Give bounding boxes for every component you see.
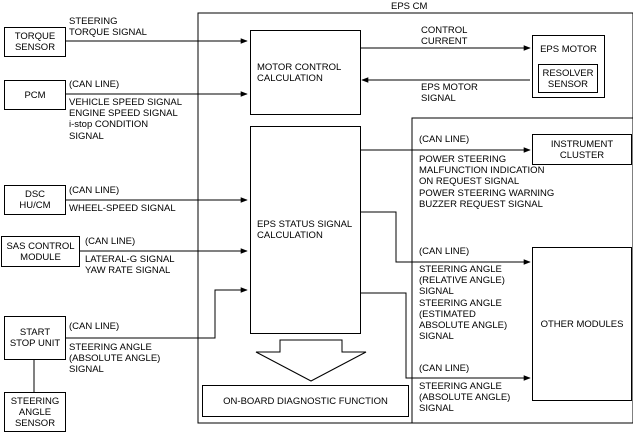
- torque-sensor-block: TORQUE SENSOR: [4, 27, 66, 57]
- other-modules-signals-label-1: STEERING ANGLE (RELATIVE ANGLE) SIGNAL S…: [419, 264, 508, 343]
- eps-status-signal-calculation-block: EPS STATUS SIGNAL CALCULATION: [250, 126, 361, 334]
- dsc-can-line-label: (CAN LINE): [69, 185, 120, 196]
- sas-can-line-label: (CAN LINE): [85, 236, 136, 247]
- sas-control-module-block: SAS CONTROL MODULE: [1, 236, 80, 267]
- resolver-sensor-block: RESOLVER SENSOR: [538, 64, 598, 93]
- other-modules-block: OTHER MODULES: [532, 247, 632, 401]
- cluster-can-line-label: (CAN LINE): [419, 134, 470, 145]
- pcm-block: PCM: [4, 80, 66, 110]
- hollow-arrow-to-diagnostics: [255, 339, 367, 382]
- steering-angle-sensor-block: STEERING ANGLE SENSOR: [4, 392, 66, 432]
- start-stop-unit-block: START STOP UNIT: [4, 316, 66, 360]
- eps-cm-frame: [197, 12, 633, 424]
- start-stop-can-line-label: (CAN LINE): [69, 321, 120, 332]
- motor-control-calculation-block: MOTOR CONTROL CALCULATION: [250, 30, 361, 115]
- other-modules-can-line-label-2: (CAN LINE): [419, 363, 470, 374]
- control-current-label: CONTROL CURRENT: [421, 25, 468, 48]
- steering-torque-signal-label: STEERING TORQUE SIGNAL: [69, 16, 147, 39]
- arrow-to-other-modules-upper: [360, 211, 531, 265]
- wheel-speed-signal-label: WHEEL-SPEED SIGNAL: [69, 203, 176, 214]
- arrow-to-other-modules-lower: [360, 292, 531, 381]
- arrow-start-stop-to-eps-status: [66, 287, 248, 339]
- pcm-can-line-label: (CAN LINE): [69, 79, 120, 90]
- pcm-signals-label: VEHICLE SPEED SIGNAL ENGINE SPEED SIGNAL…: [69, 97, 182, 142]
- instrument-cluster-block: INSTRUMENT CLUSTER: [532, 134, 632, 165]
- other-modules-can-line-label-1: (CAN LINE): [419, 246, 470, 257]
- eps-cm-internal-divider: [411, 117, 633, 423]
- eps-motor-signal-label: EPS MOTOR SIGNAL: [421, 82, 478, 105]
- on-board-diagnostic-function-block: ON-BOARD DIAGNOSTIC FUNCTION: [202, 385, 409, 417]
- sas-signals-label: LATERAL-G SIGNAL YAW RATE SIGNAL: [85, 254, 175, 277]
- eps-motor-label: EPS MOTOR: [540, 44, 597, 55]
- cluster-signals-label: POWER STEERING MALFUNCTION INDICATION ON…: [419, 154, 555, 210]
- other-modules-signals-label-2: STEERING ANGLE (ABSOLUTE ANGLE) SIGNAL: [419, 381, 511, 415]
- start-stop-signals-label: STEERING ANGLE (ABSOLUTE ANGLE) SIGNAL: [69, 342, 161, 376]
- eps-cm-title: EPS CM: [391, 1, 428, 12]
- dsc-block: DSC HU/CM: [4, 185, 66, 215]
